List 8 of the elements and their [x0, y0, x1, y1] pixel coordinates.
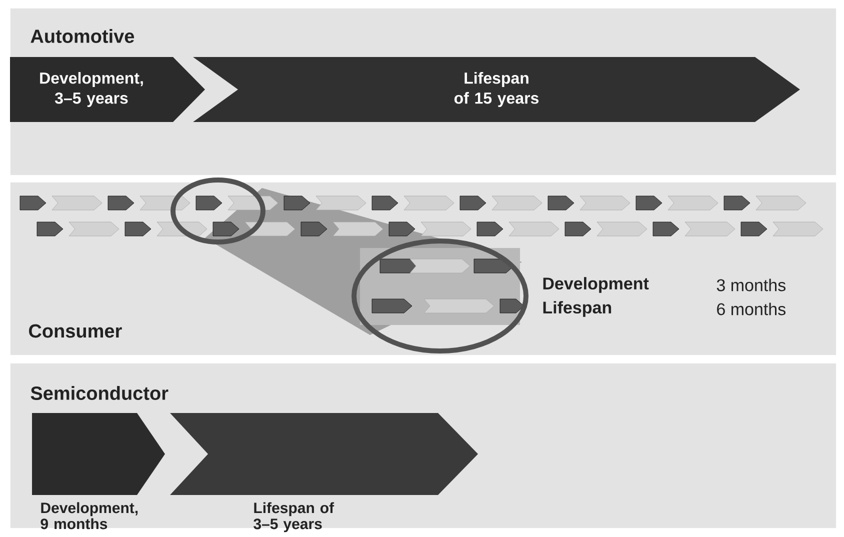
chevron: Development, 9 months — [32, 413, 165, 530]
legend-value: 3 months — [716, 278, 786, 292]
legend-value: 6 months — [717, 302, 786, 316]
chevron: Lifespan of 15 years — [193, 57, 800, 122]
chevron: Development, 3–5 years — [10, 57, 205, 122]
node-label: Development, 9 months — [40, 502, 138, 530]
legend-term: Development — [543, 277, 649, 293]
legend-term: Lifespan — [543, 301, 612, 317]
